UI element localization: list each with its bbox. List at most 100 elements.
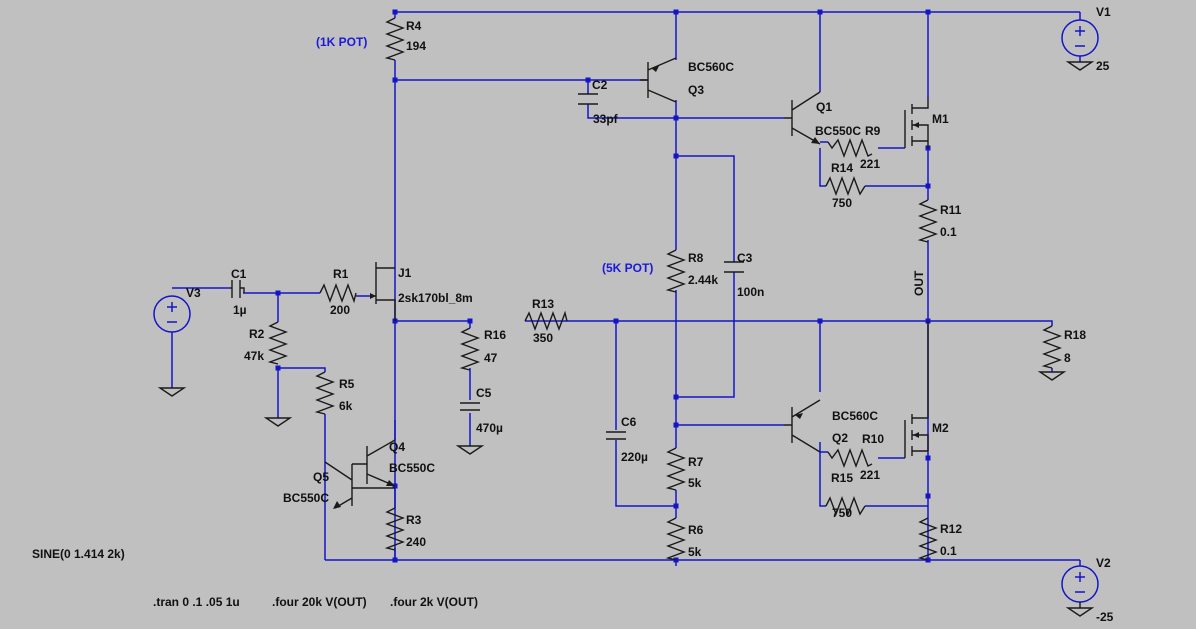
label-c2-ref: C2 bbox=[592, 78, 608, 92]
label-r6-ref: R6 bbox=[688, 523, 704, 537]
component-labels: (1K POT) R4 194 BC560C Q3 C2 33pf Q1 BC5… bbox=[186, 5, 1114, 624]
label-r10-value: 221 bbox=[860, 468, 880, 482]
spice-directives: SINE(0 1.414 2k) .tran 0 .1 .05 1u .four… bbox=[32, 547, 478, 609]
label-j1-ref: J1 bbox=[398, 266, 412, 280]
label-r3-value: 240 bbox=[406, 535, 426, 549]
label-v1-ref: V1 bbox=[1096, 5, 1111, 19]
transistor-q5 bbox=[324, 461, 395, 509]
resistors bbox=[267, 17, 1062, 561]
ground-symbols bbox=[157, 61, 1095, 617]
label-q1-model: BC550C bbox=[815, 124, 861, 138]
label-q3-model: BC560C bbox=[688, 60, 734, 74]
label-r14-ref: R14 bbox=[831, 161, 853, 175]
resistor-r16 bbox=[459, 327, 480, 371]
label-r4-note: (1K POT) bbox=[316, 35, 367, 49]
label-r15-ref: R15 bbox=[831, 471, 853, 485]
capacitors bbox=[230, 93, 744, 440]
label-m1-ref: M1 bbox=[932, 112, 949, 126]
label-c3-ref: C3 bbox=[737, 251, 753, 265]
label-r15-value: 750 bbox=[832, 506, 852, 520]
resistor-r13 bbox=[524, 310, 568, 331]
label-r16-ref: R16 bbox=[484, 328, 506, 342]
directive-four-20k: .four 20k V(OUT) bbox=[272, 595, 367, 609]
label-j1-model: 2sk170bl_8m bbox=[398, 291, 473, 305]
label-r18-ref: R18 bbox=[1064, 328, 1086, 342]
resistor-r6 bbox=[665, 517, 686, 561]
resistor-r18 bbox=[1041, 325, 1062, 369]
label-r1-value: 200 bbox=[330, 303, 350, 317]
resistor-r15 bbox=[825, 496, 866, 516]
label-r4-value: 194 bbox=[406, 39, 426, 53]
label-r9-value: 221 bbox=[860, 157, 880, 171]
label-q4-model: BC550C bbox=[389, 461, 435, 475]
resistor-r12 bbox=[917, 517, 938, 561]
capacitor-c1 bbox=[230, 280, 245, 298]
resistor-r8 bbox=[665, 249, 686, 293]
label-r1-ref: R1 bbox=[333, 267, 349, 281]
ground-icon bbox=[157, 387, 187, 397]
label-r8-note: (5K POT) bbox=[602, 261, 653, 275]
label-out-net: OUT bbox=[912, 270, 926, 296]
jfet-j1 bbox=[370, 262, 396, 321]
transistor-q4 bbox=[352, 439, 396, 487]
resistor-r10 bbox=[827, 448, 873, 468]
label-r10-ref: R10 bbox=[862, 432, 884, 446]
label-q5-ref: Q5 bbox=[313, 470, 329, 484]
label-r11-ref: R11 bbox=[940, 203, 962, 217]
label-r2-ref: R2 bbox=[249, 327, 265, 341]
resistor-r11 bbox=[917, 199, 938, 243]
label-r12-value: 0.1 bbox=[940, 544, 957, 558]
label-r9-ref: R9 bbox=[865, 124, 881, 138]
label-r12-ref: R12 bbox=[940, 522, 962, 536]
label-q5-model: BC550C bbox=[283, 491, 329, 505]
ground-icon bbox=[455, 445, 485, 455]
label-r16-value: 47 bbox=[484, 351, 498, 365]
mosfet-m1 bbox=[904, 98, 929, 148]
label-q1-ref: Q1 bbox=[816, 100, 832, 114]
label-r18-value: 8 bbox=[1064, 351, 1071, 365]
label-r13-value: 350 bbox=[533, 331, 553, 345]
label-c6-value: 220µ bbox=[621, 450, 648, 464]
label-r7-value: 5k bbox=[688, 476, 702, 490]
v3-sine-spec: SINE(0 1.414 2k) bbox=[32, 547, 125, 561]
label-q3-ref: Q3 bbox=[688, 83, 704, 97]
transistor-q1 bbox=[784, 91, 821, 145]
label-c1-ref: C1 bbox=[231, 267, 247, 281]
source-v1 bbox=[1061, 19, 1099, 57]
label-r8-ref: R8 bbox=[688, 251, 704, 265]
ground-icon bbox=[1065, 61, 1095, 71]
capacitor-c2 bbox=[578, 93, 598, 105]
capacitor-c5 bbox=[460, 402, 480, 411]
label-r14-value: 750 bbox=[832, 196, 852, 210]
ground-icon bbox=[263, 417, 293, 427]
label-q2-model: BC560C bbox=[832, 409, 878, 423]
resistor-r7 bbox=[665, 447, 686, 491]
label-c5-value: 470µ bbox=[476, 421, 503, 435]
label-c2-value: 33pf bbox=[593, 112, 619, 126]
label-v2-value: -25 bbox=[1096, 610, 1114, 624]
transistors bbox=[324, 57, 929, 509]
directive-four-2k: .four 2k V(OUT) bbox=[390, 595, 478, 609]
resistor-r3 bbox=[384, 507, 405, 551]
label-r8-value: 2.44k bbox=[688, 273, 718, 287]
resistor-r5 bbox=[314, 371, 335, 415]
ground-icon bbox=[1065, 602, 1095, 617]
transistor-q3 bbox=[640, 57, 677, 103]
label-r2-value: 47k bbox=[244, 349, 264, 363]
source-v2 bbox=[1061, 565, 1099, 603]
transistor-q2 bbox=[784, 399, 821, 453]
label-q2-ref: Q2 bbox=[832, 431, 848, 445]
directive-tran: .tran 0 .1 .05 1u bbox=[153, 595, 240, 609]
resistor-r4 bbox=[384, 17, 405, 61]
label-r13-ref: R13 bbox=[532, 297, 554, 311]
label-c3-value: 100n bbox=[737, 285, 764, 299]
label-r4-ref: R4 bbox=[406, 19, 422, 33]
capacitor-c3 bbox=[724, 261, 744, 273]
label-c6-ref: C6 bbox=[621, 415, 637, 429]
resistor-r9 bbox=[827, 138, 873, 158]
label-r5-ref: R5 bbox=[339, 377, 355, 391]
resistor-r2 bbox=[267, 321, 288, 365]
label-r11-value: 0.1 bbox=[940, 225, 957, 239]
label-r5-value: 6k bbox=[339, 399, 353, 413]
voltage-sources bbox=[153, 19, 1099, 603]
